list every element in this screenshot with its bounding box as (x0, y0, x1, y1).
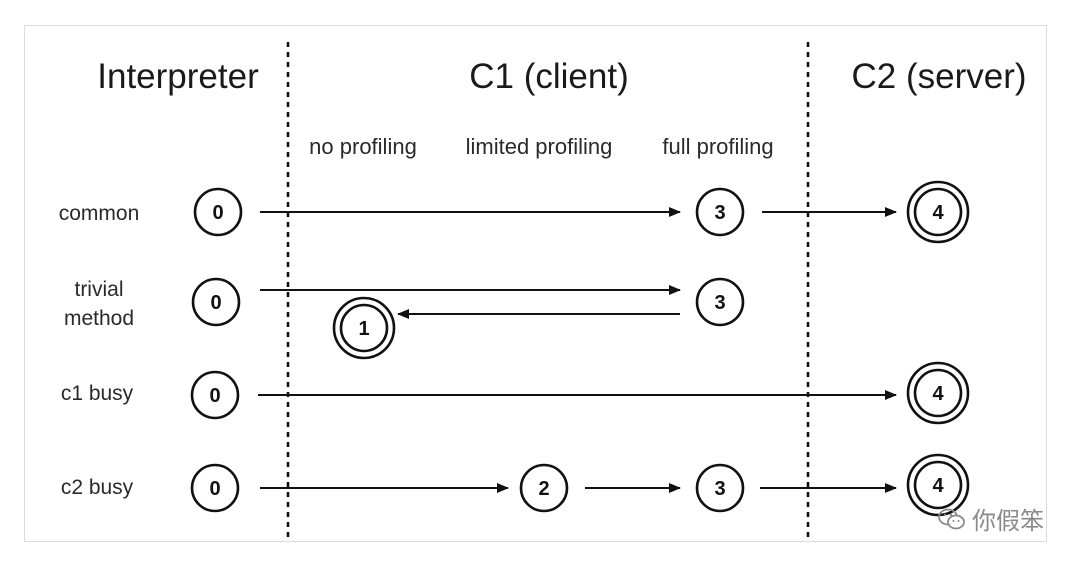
row-label-method: method (64, 307, 134, 330)
subheader-limited-profiling: limited profiling (466, 134, 613, 159)
node-common-4: 4 (906, 180, 970, 244)
svg-text:3: 3 (714, 478, 725, 500)
subheader-full-profiling: full profiling (662, 134, 773, 159)
row-label-c1-busy: c1 busy (61, 382, 134, 405)
watermark: 你假笨 (938, 501, 1044, 536)
svg-text:0: 0 (212, 202, 223, 224)
svg-text:3: 3 (714, 202, 725, 224)
row-label-common: common (59, 202, 140, 225)
subheader-no-profiling: no profiling (309, 134, 417, 159)
node-c1busy-0: 0 (190, 370, 240, 420)
node-c1busy-4: 4 (906, 361, 970, 425)
node-trivial-1: 1 (332, 296, 396, 360)
header-interpreter: Interpreter (97, 57, 259, 96)
svg-text:0: 0 (210, 292, 221, 314)
header-c2: C2 (server) (851, 57, 1026, 96)
svg-text:3: 3 (714, 292, 725, 314)
svg-text:4: 4 (932, 202, 944, 224)
svg-text:0: 0 (209, 385, 220, 407)
svg-text:1: 1 (358, 318, 369, 340)
node-common-3: 3 (695, 187, 745, 237)
node-trivial-0: 0 (191, 277, 241, 327)
wechat-icon (938, 508, 965, 529)
node-trivial-3: 3 (695, 277, 745, 327)
svg-text:0: 0 (209, 478, 220, 500)
svg-text:4: 4 (932, 475, 944, 497)
row-label-trivial: trivial (74, 278, 123, 301)
svg-text:2: 2 (538, 478, 549, 500)
node-common-0: 0 (193, 187, 243, 237)
svg-text:4: 4 (932, 383, 944, 405)
node-c2busy-0: 0 (190, 463, 240, 513)
header-c1: C1 (client) (469, 57, 628, 96)
node-c2busy-2: 2 (519, 463, 569, 513)
node-c2busy-3: 3 (695, 463, 745, 513)
row-label-c2-busy: c2 busy (61, 476, 134, 499)
watermark-text: 你假笨 (972, 508, 1044, 535)
node-c2busy-4: 4 (906, 453, 970, 517)
diagram-frame (24, 25, 1047, 542)
